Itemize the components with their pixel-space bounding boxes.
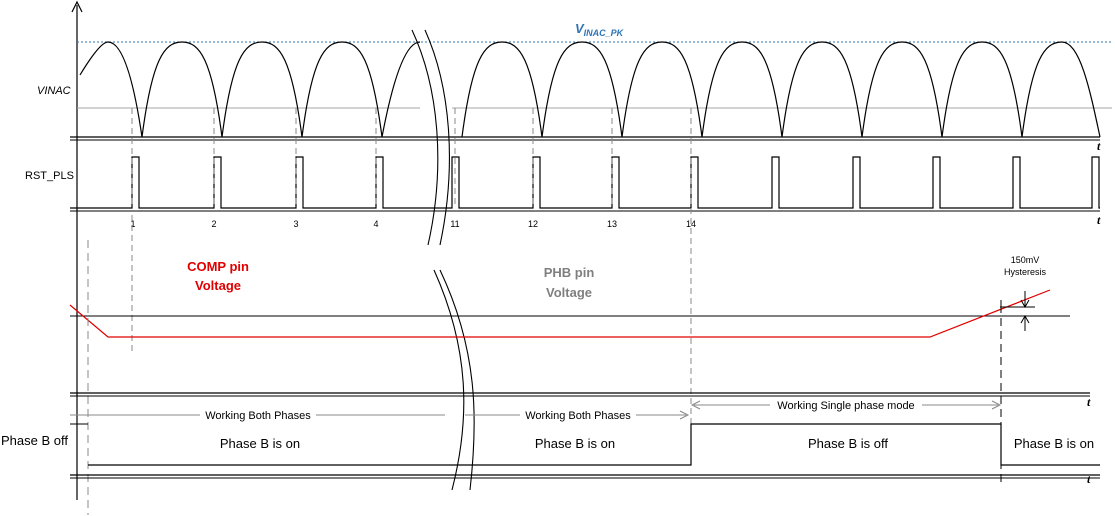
phase-b-on-label-2: Phase B is on [535,436,615,451]
vinac-waveform [79,41,1101,138]
pulse-number-1: 1 [130,219,135,229]
t-axis-label-3: t [1087,395,1091,409]
hysteresis-value: 150mV [1011,255,1040,265]
t-axis-label-4: t [1087,472,1091,486]
vertical-axis-arrow [71,0,83,13]
rst-pls-waveform [70,156,1100,209]
phb-voltage-label: Voltage [546,285,592,300]
working-single-arrowhead-left [690,400,701,410]
pulse-number-2: 2 [211,219,216,229]
pulse-number-13: 13 [607,219,617,229]
working-single-phase-label: Working Single phase mode [777,400,914,412]
hysteresis-arrowhead-down [1020,299,1030,309]
hysteresis-arrowhead-up [1020,314,1030,324]
working-both-phases-label-1: Working Both Phases [205,410,311,422]
phase-b-on-label-1: Phase B is on [220,436,300,451]
working-both-phases-label-2: Working Both Phases [525,410,631,422]
break-curve-1 [411,29,439,246]
break-curve-4 [439,269,475,491]
working-single-arrowhead-right [991,400,1002,410]
pulse-number-12: 12 [528,219,538,229]
t-axis-label-2: t [1097,213,1101,227]
pulse-number-4: 4 [373,219,378,229]
vinac-label: VINAC [37,85,71,97]
phase-b-off-label: Phase B is off [808,436,888,451]
waveform-helper [455,42,502,137]
vinac-pk-label: VINAC_PK [575,21,625,38]
break-curve-2 [424,29,450,246]
t-axis-label-1: t [1097,139,1101,153]
pulse-number-11: 11 [450,219,459,229]
break-curve-3 [433,269,465,491]
working-both-arrowhead [679,410,690,420]
phb-pin-label: PHB pin [544,265,595,280]
phase-b-state-waveform [88,423,1100,466]
rst-pls-label: RST_PLS [25,170,74,182]
hysteresis-label: Hysteresis [1004,267,1047,277]
comp-voltage-label: Voltage [195,278,241,293]
phase-b-on-label-3: Phase B is on [1014,436,1094,451]
phase-b-off-left-label: Phase B off [1,433,68,448]
comp-pin-voltage-trace [69,289,1051,338]
pulse-number-3: 3 [293,219,298,229]
comp-pin-label: COMP pin [187,259,249,274]
